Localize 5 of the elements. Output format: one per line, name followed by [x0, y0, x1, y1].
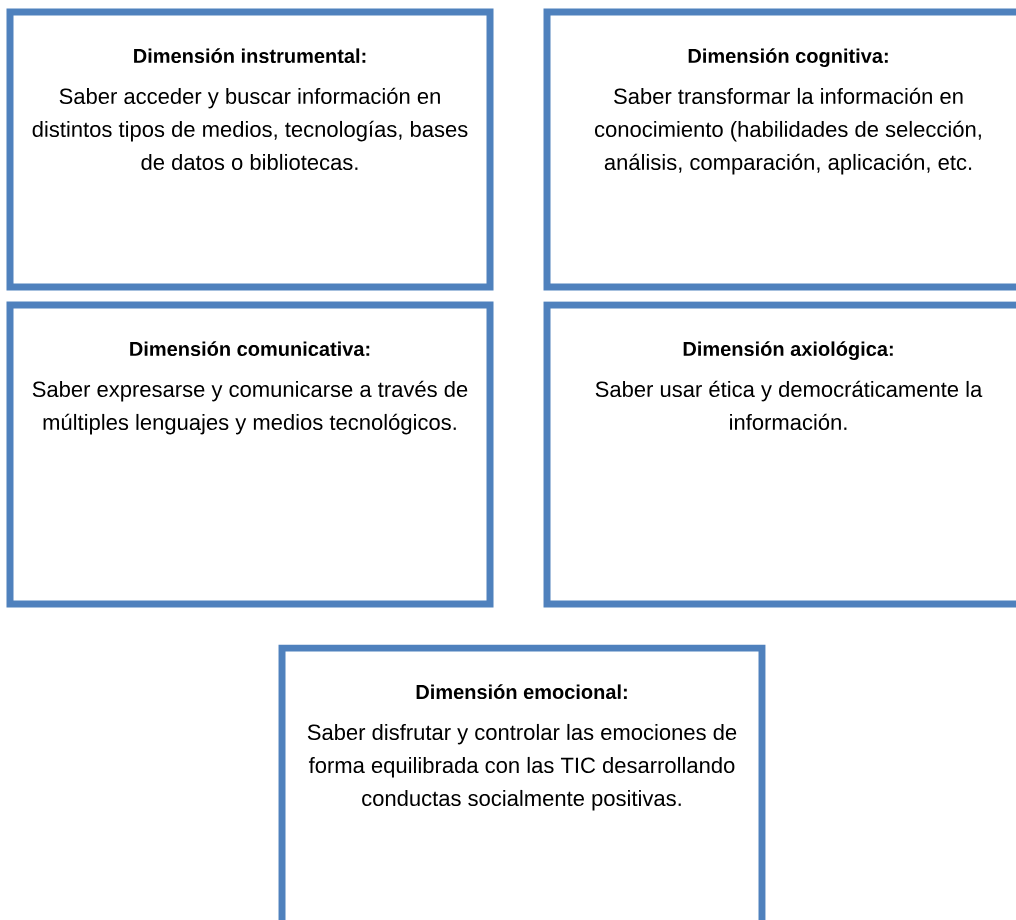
- dimension-box: Dimensión comunicativa: Saber expresarse y comunicarse a través de múltiples lenguajes y medios tecnológicos.: [6, 301, 494, 608]
- dimension-box: Dimensión instrumental: Saber acceder y buscar información en distintos tipos de medios, tecnologías, bases de datos o bibliotecas.: [6, 8, 494, 291]
- dimension-box: Dimensión axiológica: Saber usar ética y democráticamente la información.: [543, 301, 1016, 608]
- dimension-box: Dimensión cognitiva: Saber transformar la información en conocimiento (habilidades de selección, análisis, comparación, aplicación, etc.: [543, 8, 1016, 291]
- dimension-box: Dimensión emocional: Saber disfrutar y controlar las emociones de forma equilibrada con las TIC desarrollando conductas socialmente positivas.: [278, 644, 766, 920]
